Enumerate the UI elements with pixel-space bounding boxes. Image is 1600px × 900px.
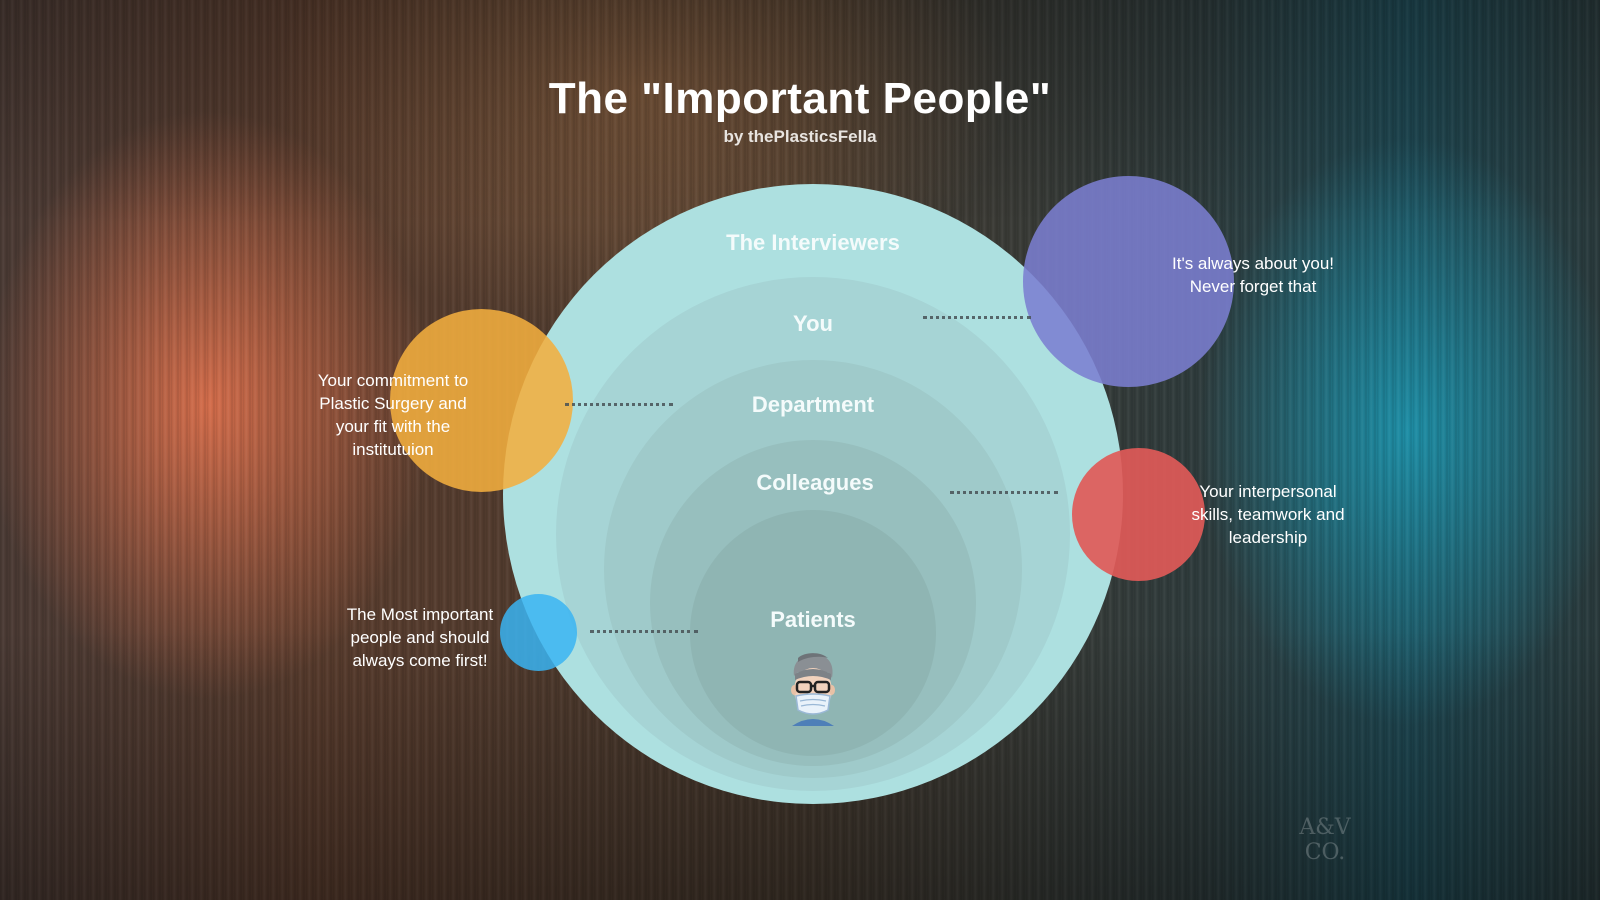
watermark-logo: A&V CO. [1270,815,1380,865]
ring-patients [690,510,936,756]
masked-doctor-avatar-icon [791,653,835,726]
ring-label-you: You [793,311,833,336]
connector-colleagues [950,491,1058,494]
blue-callout-circle [500,594,577,671]
purple-callout-circle [1023,176,1234,387]
ring-label-patients: Patients [770,607,856,632]
orange-callout-circle [390,309,573,492]
callout-text-department: Your commitment to Plastic Surgery and y… [317,371,469,459]
callout-text-patients: The Most important people and should alw… [346,605,494,670]
page-title: The "Important People" [548,74,1052,123]
connector-patients [590,630,698,633]
page-subtitle: by thePlasticsFella [723,127,877,146]
ring-label-department: Department [751,392,875,417]
ring-label-interviewers: The Interviewers [726,230,900,255]
watermark-line2: CO. [1304,840,1346,865]
red-callout-circle [1072,448,1205,581]
watermark-line1: A&V [1299,815,1351,840]
ring-label-colleagues: Colleagues [756,470,874,495]
connector-you [923,316,1031,319]
callout-text-colleagues: Your interpersonal skills, teamwork and … [1191,482,1345,547]
connector-department [565,403,673,406]
callout-text-you: It's always about you! Never forget that [1172,254,1334,296]
